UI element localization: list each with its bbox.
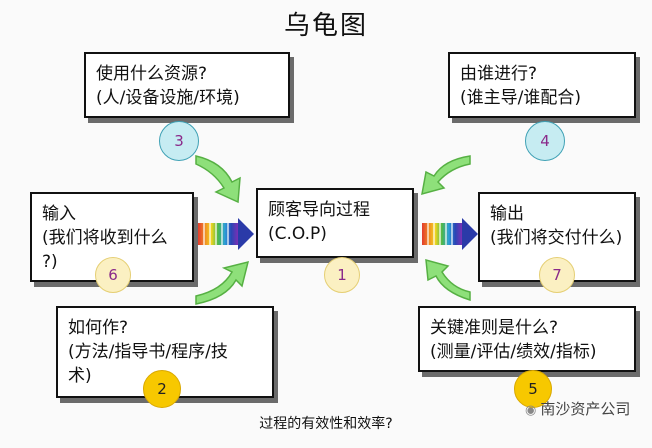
watermark: ◉南沙资产公司 (525, 398, 630, 419)
criteria-text: 关键准则是什么? (测量/评估/绩效/指标) (430, 318, 597, 362)
criteria-box: 关键准则是什么? (测量/评估/绩效/指标) (418, 306, 636, 372)
watermark-text: 南沙资产公司 (540, 400, 631, 418)
input-text: 输入 (我们将收到什么 ?) (42, 204, 168, 272)
process-box: 顾客导向过程 (C.O.P) (256, 188, 414, 258)
who-arrow-icon (421, 155, 471, 196)
criteria-arrow-icon (425, 258, 471, 302)
wechat-icon: ◉ (525, 403, 537, 418)
who-box: 由谁进行? (谁主导/谁配合) (448, 52, 636, 118)
who-text: 由谁进行? (谁主导/谁配合) (460, 64, 581, 108)
input-to-process-arrow-icon (198, 218, 254, 250)
number-5-badge: 5 (514, 370, 552, 408)
number-2-badge: 2 (143, 370, 181, 408)
process-to-output-arrow-icon (422, 218, 478, 250)
output-text: 输出 (我们将交付什么) (490, 204, 623, 248)
how-text: 如何作? (方法/指导书/程序/技 术) (68, 318, 228, 386)
how-arrow-icon (195, 260, 250, 305)
number-6-badge: 6 (95, 257, 131, 293)
effectiveness-question: 过程的有效性和效率? (259, 416, 393, 432)
process-text: 顾客导向过程 (C.O.P) (268, 200, 370, 244)
number-4-badge: 4 (525, 121, 565, 161)
diagram-title: 乌龟图 (283, 11, 368, 41)
resources-text: 使用什么资源? (人/设备设施/环境) (96, 64, 240, 108)
number-3-badge: 3 (159, 121, 199, 161)
number-1-badge: 1 (324, 257, 360, 293)
resources-box: 使用什么资源? (人/设备设施/环境) (84, 52, 290, 118)
resources-arrow-icon (195, 155, 241, 204)
number-7-badge: 7 (539, 257, 575, 293)
